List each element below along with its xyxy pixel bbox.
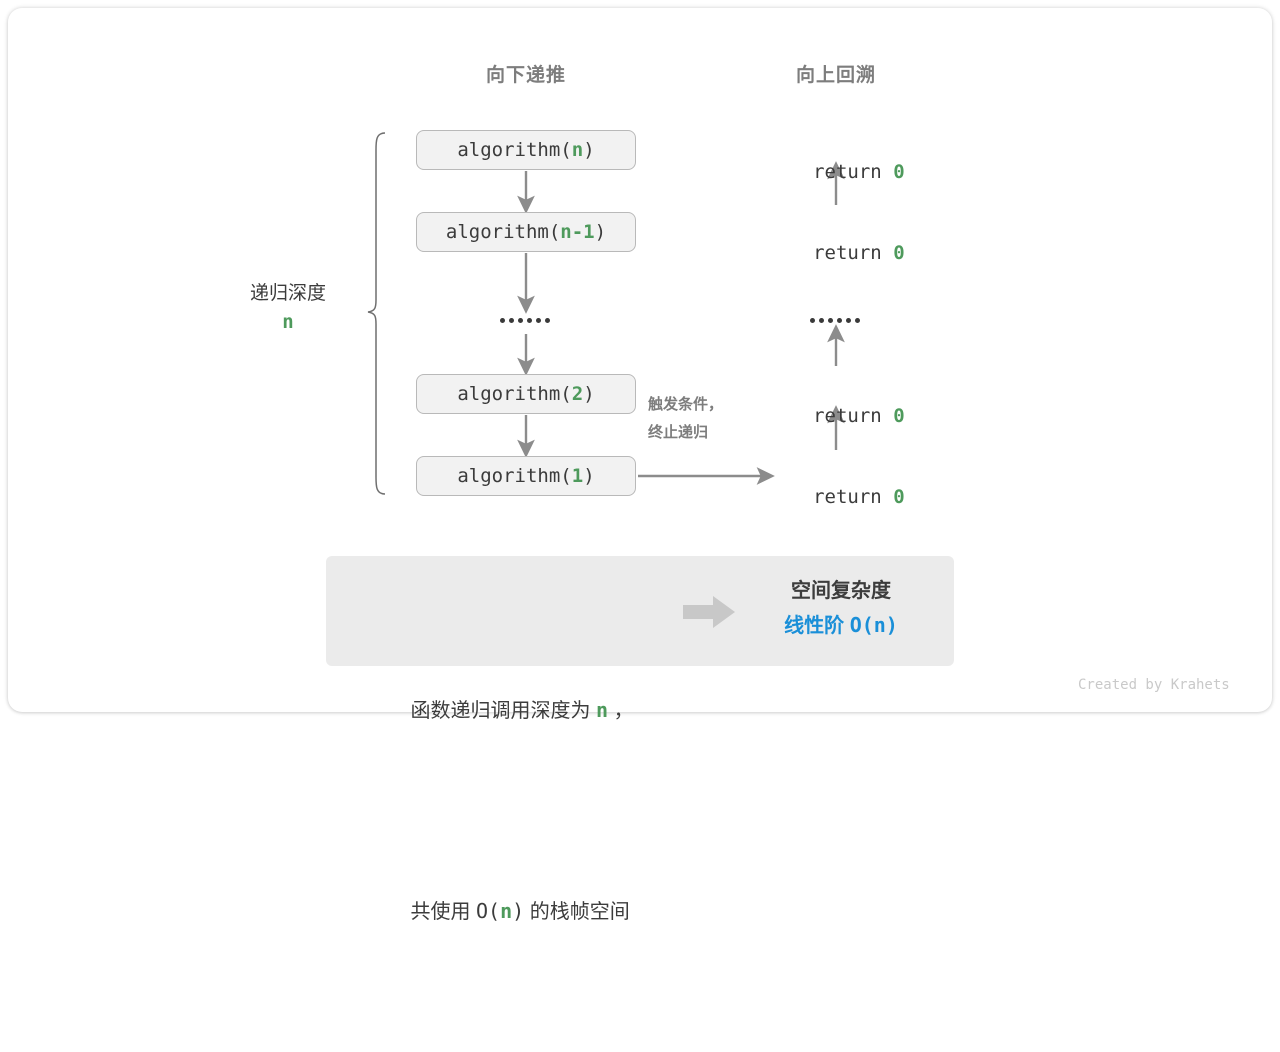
depth-brace	[367, 132, 386, 495]
summary-result-order: 线性阶	[784, 615, 850, 637]
diagram-stage: 向下递推 向上回溯 递归深度 n algorithm(n) algorithm(…	[213, 65, 1230, 923]
summary-result: 空间复杂度 线性阶 O(n)	[756, 574, 926, 643]
trigger-note-line-2: 终止递归	[648, 424, 709, 441]
summary-bigo-open: O(	[476, 899, 501, 923]
header-upward: 向上回溯	[795, 65, 876, 86]
return-row-2: return 0	[746, 220, 926, 286]
trigger-note-line-1: 触发条件，	[648, 396, 724, 413]
call-arg: 2	[571, 383, 584, 405]
summary-line-1-var: n	[596, 698, 609, 722]
call-arg: n-1	[560, 221, 595, 243]
ellipsis-left	[500, 318, 550, 323]
return-value: 0	[893, 486, 905, 508]
return-keyword: return	[813, 405, 894, 427]
recursion-depth-value: n	[282, 311, 294, 333]
call-suffix: )	[583, 465, 595, 487]
summary-line-2: 共使用 O(n) 的栈帧空间	[366, 851, 634, 972]
summary-result-value: 线性阶 O(n)	[756, 608, 926, 643]
call-box-2[interactable]: algorithm(2)	[416, 374, 636, 414]
credit-text: Created by Krahets	[1078, 677, 1230, 693]
summary-line-2-post: 的栈帧空间	[524, 901, 630, 923]
summary-result-notation: O(n)	[849, 613, 898, 637]
call-prefix: algorithm(	[457, 383, 572, 405]
summary-panel: 函数递归调用深度为 n ， 共使用 O(n) 的栈帧空间 空间复杂度 线性阶 O…	[326, 556, 954, 923]
call-suffix: )	[583, 383, 595, 405]
header-downward: 向下递推	[485, 65, 566, 86]
return-row-1: return 0	[746, 139, 926, 205]
summary-line-1: 函数递归调用深度为 n ，	[366, 650, 634, 771]
call-arg: n	[571, 139, 584, 161]
recursion-depth-label: 递归深度 n	[213, 281, 363, 337]
call-suffix: )	[594, 221, 607, 243]
summary-line-2-var: n	[500, 899, 513, 923]
return-keyword: return	[813, 486, 894, 508]
return-value: 0	[893, 242, 905, 264]
return-keyword: return	[813, 242, 894, 264]
call-prefix: algorithm(	[457, 465, 572, 487]
recursion-depth-text: 递归深度	[249, 283, 326, 304]
trigger-note: 触发条件， 终止递归	[648, 391, 723, 447]
call-box-n[interactable]: algorithm(n)	[416, 130, 636, 170]
ellipsis-right	[810, 318, 860, 323]
call-suffix: )	[583, 139, 595, 161]
summary-line-1-pre: 函数递归调用深度为	[410, 700, 597, 722]
summary-line-1-post: ，	[608, 700, 634, 722]
return-row-3: return 0	[746, 383, 926, 449]
block-arrow-right-icon	[683, 596, 735, 628]
summary-result-title: 空间复杂度	[791, 580, 891, 602]
call-box-n-minus-1[interactable]: algorithm(n-1)	[416, 212, 636, 252]
call-prefix: algorithm(	[457, 139, 572, 161]
summary-bigo-close: )	[512, 899, 525, 923]
call-box-1[interactable]: algorithm(1)	[416, 456, 636, 496]
return-keyword: return	[813, 161, 894, 183]
return-row-4: return 0	[746, 464, 926, 530]
return-value: 0	[893, 405, 905, 427]
call-arg: 1	[571, 465, 584, 487]
connector-layer	[367, 132, 845, 495]
summary-line-2-pre: 共使用	[410, 901, 477, 923]
summary-description: 函数递归调用深度为 n ， 共使用 O(n) 的栈帧空间	[366, 570, 634, 1052]
call-prefix: algorithm(	[445, 221, 561, 243]
return-value: 0	[893, 161, 905, 183]
